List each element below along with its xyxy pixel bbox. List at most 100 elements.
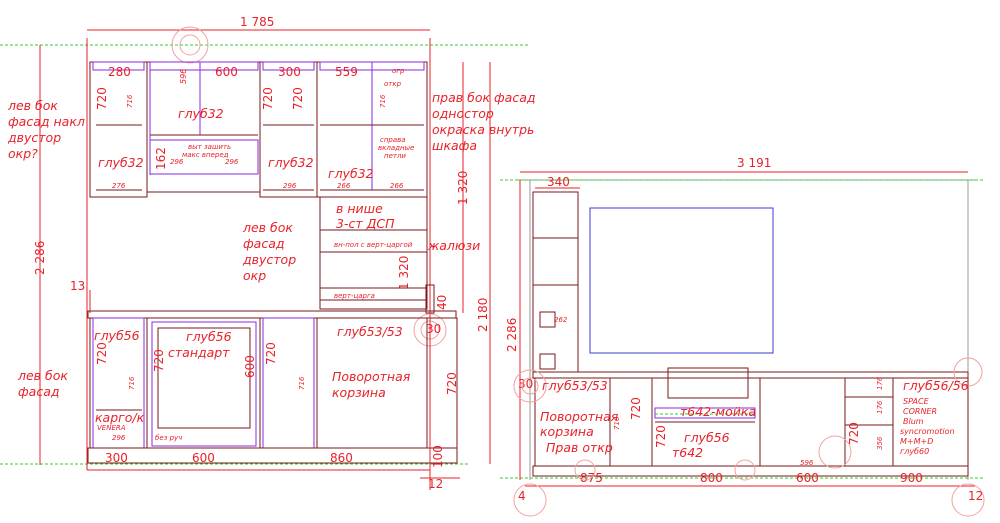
countertop [87, 310, 457, 319]
rc-left-prav: Прав откр [546, 440, 613, 455]
lower-h-6: 716 [298, 376, 306, 390]
vert-note: вн-пол с верт-царгой [334, 241, 413, 249]
upper-h-4: 720 [291, 87, 305, 110]
niche-note-1: в нише [336, 201, 383, 216]
rc-mid-t642b: т642 [672, 445, 703, 460]
sink-top [667, 367, 749, 399]
zhalyuzi-note: жалюзи [427, 238, 480, 253]
marker-circle [951, 483, 985, 517]
rc-left-h716: 716 [613, 416, 621, 430]
note-ogr: огр [392, 67, 405, 75]
lower-kargo: карго/к [95, 410, 145, 425]
marker-circle-inner [179, 34, 201, 56]
upper-cab-3-top [262, 61, 315, 71]
rc-right-txt-6: глуб60 [900, 447, 929, 456]
right-note-3: окраска внутрь [432, 122, 534, 137]
marker-circle [513, 369, 547, 403]
lower-bez: без руч [155, 434, 182, 442]
right-note-1: прав бок фасад [432, 90, 536, 105]
plinth [87, 447, 458, 464]
niche-note-2: 3-ст ДСП [336, 216, 395, 231]
left-bottom-2: фасад [18, 384, 60, 399]
oven-box [151, 321, 257, 447]
w340: 340 [547, 175, 570, 189]
rc-right-h176a: 176 [876, 376, 884, 390]
marker-circle [171, 26, 209, 64]
gap-13: 13 [70, 279, 85, 293]
right-note-4: шкафа [432, 138, 477, 153]
upper-w-1: 280 [108, 65, 131, 79]
rc-right-txt-2: CORNER [903, 407, 937, 416]
height-right: 2 180 [476, 298, 490, 332]
left-elevation: 1 785 2 286 2 180 1 320 1 320 [0, 15, 536, 491]
note-otkr: откр [384, 80, 402, 88]
rc-right-h720: 720 [847, 422, 861, 445]
tv-screen [589, 207, 774, 354]
upper-height-right: 1 320 [456, 171, 470, 205]
upper-depth-1: 276 [112, 182, 126, 190]
shelf-unit [532, 191, 579, 373]
marker-circle [818, 435, 852, 469]
upper-h-5: 716 [379, 94, 387, 108]
upper-h-3: 720 [261, 87, 275, 110]
upper-depth-5: 266 [337, 182, 351, 190]
lower-h-2: 716 [128, 376, 136, 390]
note-gl-a: глуб32 [178, 106, 224, 121]
total-height: 2 286 [33, 241, 47, 275]
note-petli: петли [384, 152, 406, 160]
note-gl-c: глуб32 [268, 155, 314, 170]
lower-cab-3 [259, 317, 318, 449]
rc-mid-h720: 720 [654, 425, 668, 448]
total-width: 1 785 [240, 15, 274, 29]
lower-povorot-1: Поворотная [332, 369, 411, 384]
left-note-2: фасад накл [8, 114, 85, 129]
marker-circle-inner [521, 377, 539, 395]
rc-right-h176b: 176 [876, 400, 884, 414]
bw-2: 800 [700, 471, 723, 485]
lower-h-4: 600 [243, 355, 257, 378]
dim-30: 30 [426, 322, 441, 336]
note-vyt: выт зашить [188, 143, 231, 151]
mid-height-right: 1 320 [397, 256, 411, 290]
upper-cab-1-top [92, 61, 145, 71]
lower-h-5: 720 [264, 342, 278, 365]
note-sprava: справа [380, 136, 406, 144]
lower-venera: VENERA [97, 424, 126, 432]
bw-4: 900 [900, 471, 923, 485]
side-panel [425, 284, 435, 314]
mid-note-4: окр [243, 268, 266, 283]
lower-w-1: 300 [105, 451, 128, 465]
space-corner-cab [844, 377, 894, 467]
lower-296: 296 [112, 434, 126, 442]
hood-box [149, 139, 259, 175]
left-note-3: двустор [7, 130, 61, 145]
lower-h-3: 720 [152, 349, 166, 372]
upper-h-1: 720 [95, 87, 109, 110]
note-gl-d: глуб32 [328, 166, 374, 181]
mid-note-1: лев бок [242, 220, 293, 235]
rc-right-txt-4: syncromotion [900, 427, 955, 436]
marker-circle [513, 483, 547, 517]
lower-h-1: 720 [95, 342, 109, 365]
d596: 596 [800, 459, 814, 467]
rc-left-gl: глуб53/53 [542, 378, 608, 393]
total-height: 2 286 [505, 318, 519, 352]
upper-cab-3 [259, 61, 318, 198]
upper-depth-3: 296 [225, 158, 239, 166]
dim-40: 40 [435, 295, 449, 310]
upper-depth-2: 296 [170, 158, 184, 166]
upper-w-5: 559 [335, 65, 358, 79]
lower-gl5353: глуб53/53 [337, 324, 403, 339]
rc-left-txt-2: корзина [540, 424, 594, 439]
left-note-4: окр? [8, 146, 38, 161]
rc-right-txt-1: SPACE [903, 397, 930, 406]
marker-circle [734, 459, 756, 481]
right-lower-cab-3 [759, 377, 846, 467]
d4: 4 [518, 489, 526, 503]
small-box [539, 353, 556, 370]
left-bottom-1: лев бок [17, 368, 68, 383]
upper-w-4: 300 [278, 65, 301, 79]
note-gl-b: глуб32 [98, 155, 144, 170]
note-162: 162 [154, 147, 168, 170]
